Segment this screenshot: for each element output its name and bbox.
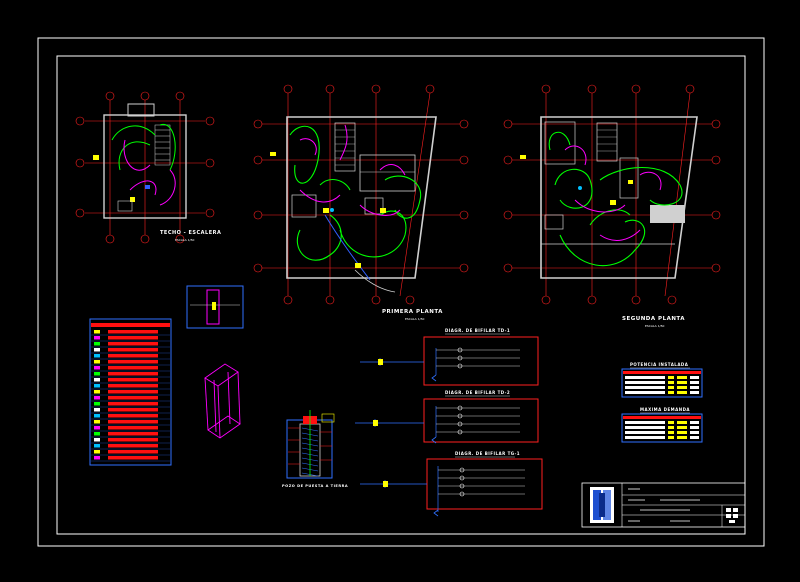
pozo-title: POZO DE PUESTA A TIERRA xyxy=(282,484,348,488)
plan-primera-planta: PRIMERA PLANTA ESCALA 1/50 xyxy=(253,84,469,321)
plan-title: PRIMERA PLANTA xyxy=(382,309,443,315)
plan-title: SEGUNDA PLANTA xyxy=(622,316,685,322)
university-logo xyxy=(590,487,614,523)
plan-segunda-planta: SEGUNDA PLANTA ESCALA 1/50 xyxy=(503,84,721,328)
plan-techo-escalera: TECHO - ESCALERA ESCALA 1/50 xyxy=(75,91,221,244)
plan-title: TECHO - ESCALERA xyxy=(160,230,221,236)
table-title: MAXIMA DEMANDA xyxy=(640,407,690,412)
diagram-title: DIAGR. DE BIFILAR TD-2 xyxy=(445,390,510,395)
single-line-diagram-2: DIAGR. DE BIFILAR TD-2 xyxy=(355,390,539,444)
detail-column-box xyxy=(186,285,244,329)
detail-pozo-tierra: POZO DE PUESTA A TIERRA xyxy=(282,410,348,488)
title-block xyxy=(581,482,746,528)
diagram-title: DIAGR. DE BIFILAR TD-1 xyxy=(445,328,510,333)
single-line-diagram-1: DIAGR. DE BIFILAR TD-1 xyxy=(360,328,539,386)
outer-frame xyxy=(37,37,765,547)
plan-scale: ESCALA 1/50 xyxy=(405,317,425,321)
summary-table-1: POTENCIA INSTALADA xyxy=(621,362,703,398)
legend-table xyxy=(89,318,172,466)
plan-scale: ESCALA 1/50 xyxy=(645,324,665,328)
plan-scale: ESCALA 1/50 xyxy=(175,238,195,242)
summary-table-2: MAXIMA DEMANDA xyxy=(621,407,703,443)
diagram-title: DIAGR. DE BIFILAR TG-1 xyxy=(455,451,520,456)
detail-isometric xyxy=(204,363,241,439)
inner-frame xyxy=(56,55,746,535)
single-line-diagram-3: DIAGR. DE BIFILAR TG-1 xyxy=(360,451,543,517)
table-title: POTENCIA INSTALADA xyxy=(630,362,689,367)
